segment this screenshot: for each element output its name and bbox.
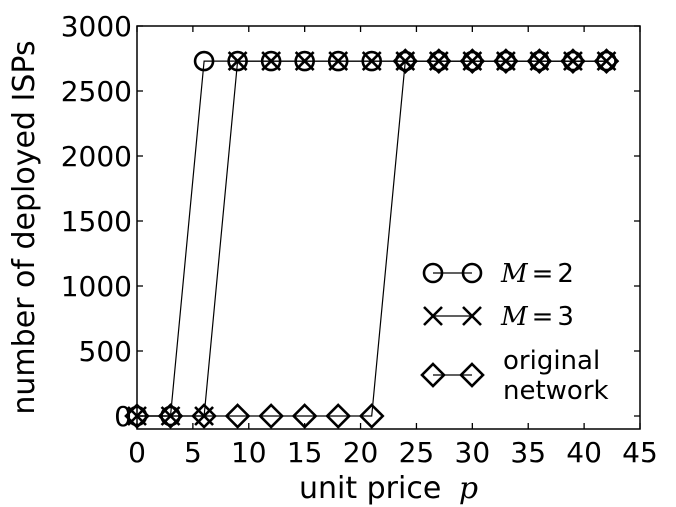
legend-label: M=3 [500, 302, 574, 332]
y-tick-label: 0 [114, 400, 132, 433]
x-axis-label: unit price p [299, 471, 478, 506]
x-tick-label: 45 [622, 436, 658, 469]
x-tick-label: 40 [566, 436, 602, 469]
y-tick-label: 500 [79, 335, 132, 368]
diamond-data-point [493, 48, 519, 74]
diamond-data-point [224, 403, 251, 429]
legend-label-value: 2 [557, 259, 574, 289]
diamond-data-point [560, 48, 586, 74]
x-tick-label: 5 [184, 436, 202, 469]
diamond-data-point [157, 403, 184, 429]
legend-entry: M=2 [422, 259, 574, 289]
x-tick-label: 15 [287, 436, 323, 469]
y-axis-ticks: 0 500 1000 1500 2000 2500 3000 [61, 10, 640, 433]
diamond-data-point [459, 48, 486, 74]
x-axis-ticks: 0 5 10 15 20 25 30 35 40 45 [128, 26, 658, 469]
x-marker-stroke [462, 306, 482, 326]
x-tick-label: 20 [343, 436, 379, 469]
x-tick-label: 25 [399, 436, 435, 469]
diamond-data-point [425, 48, 452, 74]
x-marker-stroke [423, 306, 443, 326]
x-marker-stroke [261, 51, 282, 72]
legend-label-symbol: M [500, 259, 529, 289]
legend-marker [461, 262, 483, 284]
x-tick-label: 35 [510, 436, 546, 469]
legend-label-value: 3 [557, 302, 574, 332]
y-tick-label: 3000 [61, 10, 132, 43]
x-data-point [261, 51, 282, 72]
x-marker-stroke [361, 51, 382, 72]
y-tick-label: 2000 [61, 140, 132, 173]
x-marker-stroke [328, 51, 349, 72]
x-axis-label-symbol: p [459, 471, 478, 506]
legend-marker [462, 306, 482, 326]
y-tick-label: 1000 [61, 270, 132, 303]
legend-label-equals: = [532, 302, 554, 332]
x-data-point [328, 51, 349, 72]
x-tick-label: 10 [231, 436, 267, 469]
diamond-data-point [325, 403, 352, 429]
series-diamond [124, 48, 620, 429]
x-marker-stroke [294, 51, 315, 72]
plot-marks [124, 48, 620, 429]
x-data-point [361, 51, 382, 72]
legend-label: M=2 [500, 259, 574, 289]
legend-marker [422, 262, 444, 284]
x-marker-stroke [227, 51, 248, 72]
legend-label-symbol: M [500, 302, 529, 332]
x-tick-label: 0 [128, 436, 146, 469]
y-axis-label: number of deployed ISPs [7, 40, 42, 414]
x-axis-label-text: unit price [299, 471, 441, 506]
y-tick-label: 2500 [61, 75, 132, 108]
legend-marker [423, 306, 443, 326]
legend-label: network [503, 376, 609, 406]
diamond-data-point [392, 48, 419, 74]
x-data-point [227, 51, 248, 72]
y-tick-label: 1500 [61, 205, 132, 238]
diamond-data-point [358, 403, 385, 429]
legend-marker [420, 362, 446, 388]
plot-frame [136, 25, 641, 430]
legend-marker [459, 362, 485, 388]
x-data-point [294, 51, 315, 72]
diamond-data-point [258, 403, 284, 429]
circle-data-point [193, 50, 215, 72]
legend-label-equals: = [532, 259, 554, 289]
legend-label: original [503, 346, 600, 376]
x-tick-label: 30 [455, 436, 491, 469]
diamond-data-point [526, 48, 553, 74]
diamond-data-point [191, 403, 217, 429]
diamond-data-point [593, 48, 620, 74]
legend-entry: M=3 [423, 302, 574, 332]
